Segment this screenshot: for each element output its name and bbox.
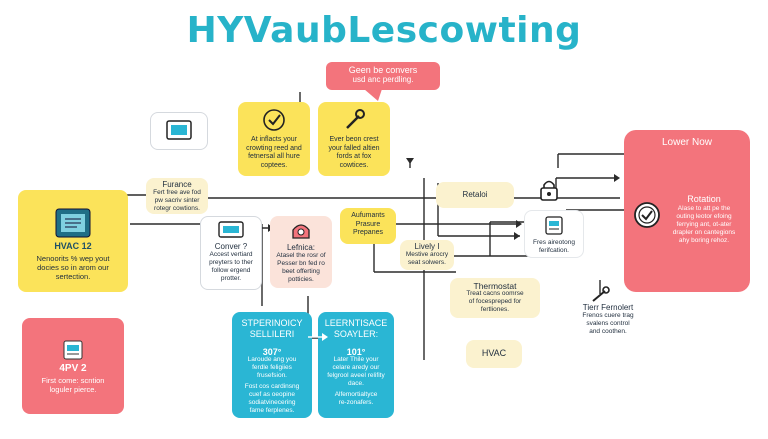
learntisace-title: LEERNTISACE SOAYLER: [324,318,388,339]
sperinoicy-number: 307° [262,347,282,357]
sperinoicy-title: STPERINOICY SELLILERI [241,318,303,339]
connector-arrow [308,333,328,341]
callout-bubble: Geen be convers usd anc perdling. [326,62,440,90]
lower-now-subtitle: Rotation [687,194,721,204]
thermostat-title: Thermostat [473,281,517,291]
clipboard-icon [545,216,563,235]
inflacts-text: At inflacts your crowting reed and fetne… [246,136,302,169]
lock-icon [540,180,558,201]
ever-boon-text: Ever beon crest your falled altien fords… [328,136,380,169]
wrench-small-icon [592,286,610,302]
node-hvac[interactable]: HVAC [466,340,522,368]
monitor-icon [55,208,91,238]
callout-line2: usd anc perdling. [352,75,414,84]
node-inflacts[interactable]: At inflacts your crowting reed and fetne… [238,102,310,176]
node-hvac-12[interactable]: HVAC 12 Nenoorits % wep yout docies so i… [18,190,128,292]
tierr-fernolert-text: Frenos cuere trag svalens control and co… [582,312,634,335]
screen-icon [218,221,244,238]
node-thermostat[interactable]: Thermostat Treat cacns oomrse of focespr… [450,278,540,318]
aufumants-title: Aufumants [351,212,385,219]
hvac-12-text: Nenoorits % wep yout docies so in arom o… [36,254,110,281]
callout-tail [364,89,382,101]
sperinoicy-text2: Fost cos cardinsng cuef as oeopine sodia… [244,383,300,414]
fres-text: Fres aireotong ferifcation. [533,239,575,254]
conver-title: Conver ? [214,242,248,251]
learntisace-text2: Alfemortialtyce re-zonafers. [334,391,378,406]
lower-now-title: Lower Now [661,137,713,148]
node-tierr-fernolert[interactable]: Tierr Fernolert Frenos cuere trag svalen… [568,304,648,336]
node-learntisace[interactable]: LEERNTISACE SOAYLER: 101° Later Thile yo… [318,312,394,418]
document-icon [63,340,83,360]
node-sperinoicy[interactable]: STPERINOICY SELLILERI 307° Laroude ang y… [232,312,312,418]
diagram-title: HYVaubLescowting [186,10,582,51]
thermostat-text: Treat cacns oomrse of focespreped for fe… [466,290,524,313]
node-4pv-2[interactable]: 4PV 2 First come: scntion loguler pierce… [22,318,124,414]
node-ever-boon[interactable]: Ever beon crest your falled altien fords… [318,102,390,176]
furnace-text: Fert free ave fod pw sacriv sinter roteg… [153,189,201,212]
lively-title: Lively I [414,242,440,251]
retaloi-text: Retaloi [462,190,488,199]
node-lower-now[interactable]: Lower Now Rotation Alase to att pe the o… [624,130,750,292]
lively-text: Mestive arocry seat solwers. [405,251,449,266]
lower-now-text: Alase to att pe the outing leotor efoing… [672,205,736,244]
hvac-12-title: HVAC 12 [54,241,92,251]
node-device-icon[interactable] [150,112,208,150]
learntisace-text1: Later Thile your celare aredy our felgro… [327,356,385,387]
node-fres[interactable]: Fres aireotong ferifcation. [524,210,584,258]
4pv-2-title: 4PV 2 [59,363,87,374]
badge-check-icon [634,202,660,228]
lefnica-title: Lefnica: [286,243,316,252]
node-furnace[interactable]: Furance Fert free ave fod pw sacriv sint… [146,178,208,214]
node-aufumants[interactable]: Aufumants Prasure Prepanes [340,208,396,244]
conver-text: Accest vertiard preyters to ther follow … [209,251,253,282]
callout-line1: Geen be convers [348,65,418,75]
aufumants-text: Prasure Prepanes [353,220,383,237]
sperinoicy-text1: Laroude ang you ferdle feligiies frusefs… [247,356,297,379]
tv-icon [166,120,192,140]
4pv-2-text: First come: scntion loguler pierce. [41,376,105,394]
lefnica-text: Atasel the rosr of Pesser bn fed ro beet… [276,252,326,283]
learntisace-number: 101° [346,347,366,357]
tierr-fernolert-title: Tierr Fernolert [582,303,634,312]
node-lively[interactable]: Lively I Mestive arocry seat solwers. [400,240,454,270]
node-retaloi[interactable]: Retaloi [436,182,514,208]
hvac-text: HVAC [481,348,507,358]
node-lefnica[interactable]: Lefnica: Atasel the rosr of Pesser bn fe… [270,216,332,288]
wrench-icon [346,109,365,129]
check-badge-icon [263,109,285,131]
furnace-title: Furance [162,180,192,189]
thermostat-icon [292,224,310,239]
node-conver[interactable]: Conver ? Accest vertiard preyters to the… [200,216,262,290]
